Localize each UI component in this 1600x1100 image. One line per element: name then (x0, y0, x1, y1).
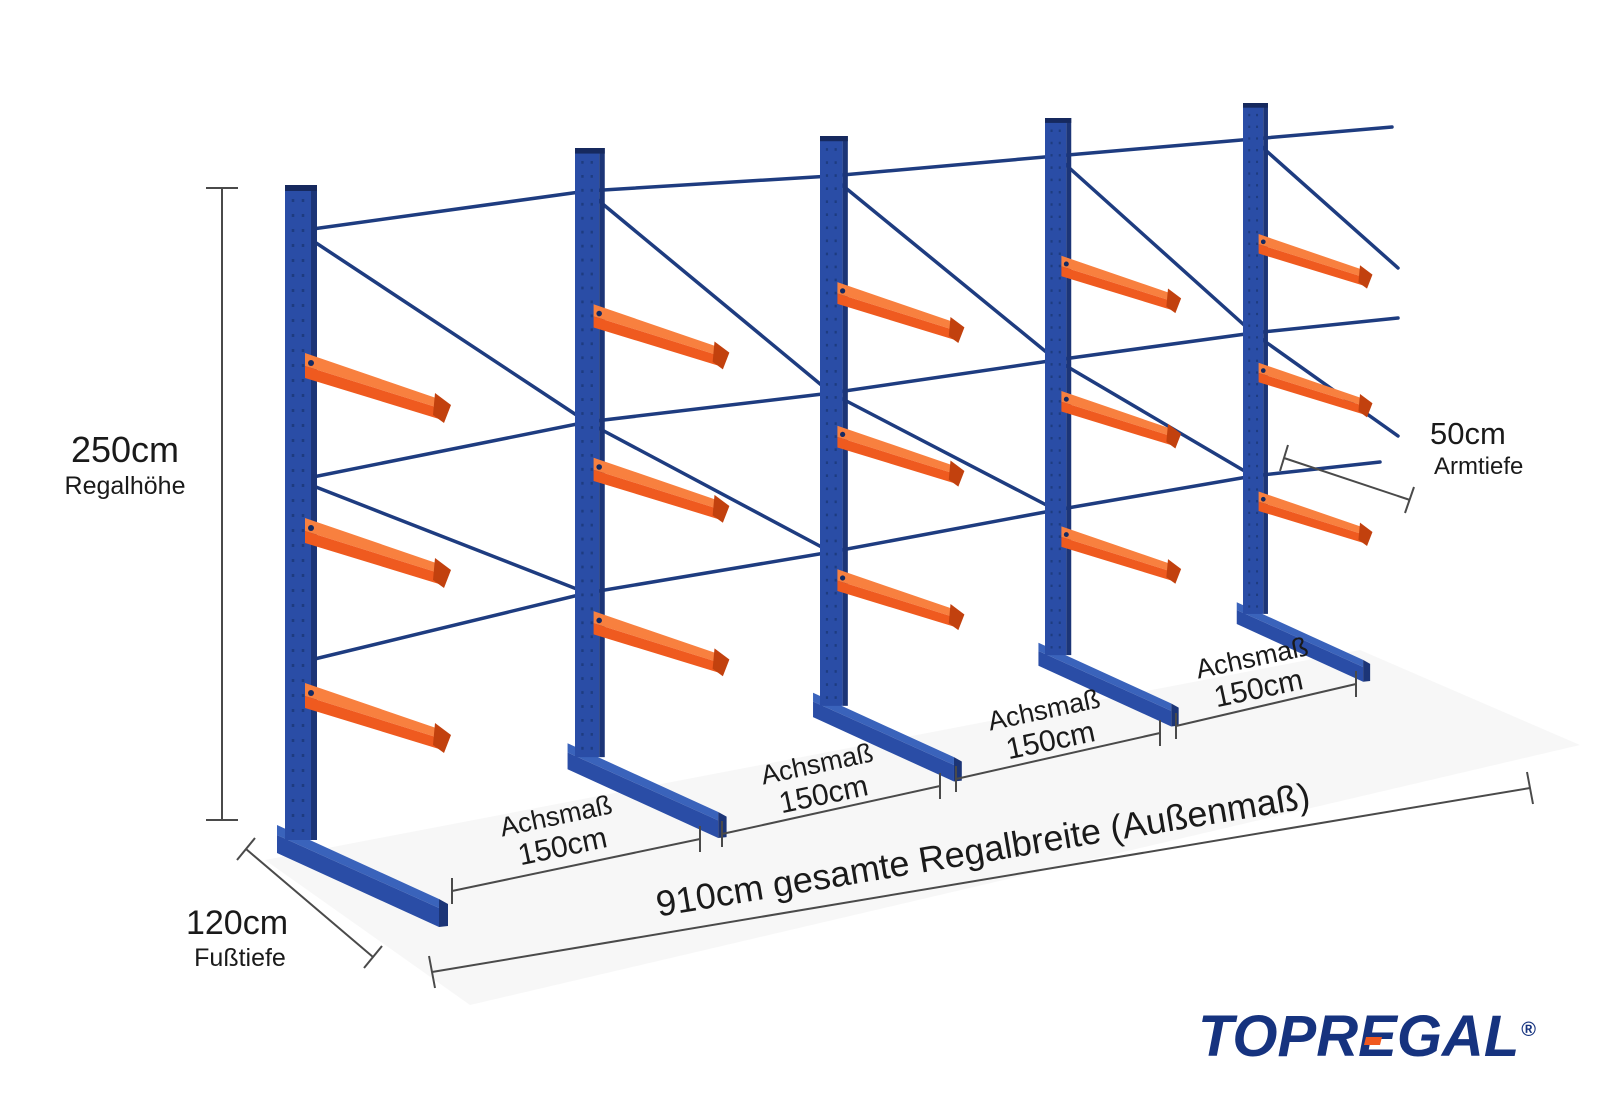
logo-letter-e-glyph: E (1358, 1004, 1397, 1069)
dimension-foot-depth-value: 120cm (186, 904, 288, 942)
rack-upright-1 (275, 183, 453, 929)
rack-upright-3 (811, 134, 966, 783)
logo-e-accent-bar (1364, 1037, 1383, 1045)
brand-logo: TOPREGAL® (1198, 1008, 1536, 1066)
dimension-arm-depth-value: 50cm (1430, 416, 1506, 451)
logo-letter-e: E (1358, 1008, 1397, 1066)
bracing-diagonals (296, 137, 1400, 595)
rack-upright-2 (566, 146, 731, 840)
logo-text-part1: TOPR (1198, 1004, 1359, 1069)
dimension-arm-depth-label: Armtiefe (1434, 453, 1523, 480)
dimension-height (206, 187, 238, 821)
logo-text-part2: GAL (1396, 1004, 1520, 1069)
dimension-arm-depth (1279, 444, 1415, 514)
dimension-height-label: Regalhöhe (65, 472, 186, 500)
floor-shade (265, 650, 1580, 1005)
dimension-height-value: 250cm (71, 429, 179, 470)
registered-mark: ® (1521, 1018, 1536, 1041)
rack-upright-5 (1235, 102, 1374, 683)
dimension-foot-depth (236, 837, 383, 969)
bracing-rails (296, 125, 1400, 665)
dimension-foot-depth-label: Fußtiefe (194, 944, 286, 972)
